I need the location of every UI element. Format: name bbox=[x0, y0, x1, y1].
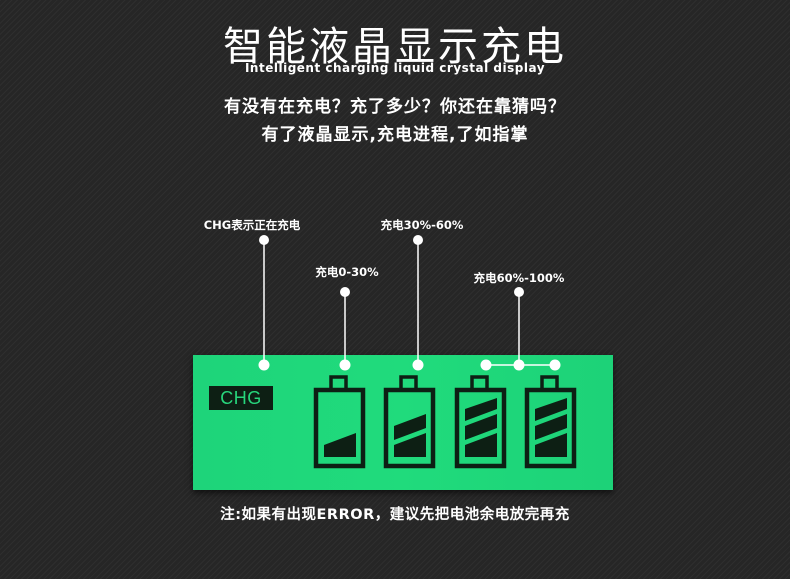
callout-mid-label: 充电30%-60% bbox=[380, 218, 464, 232]
callout-dot-high-top bbox=[514, 287, 524, 297]
battery-icon-1 bbox=[313, 375, 366, 469]
battery-icon-3 bbox=[454, 375, 507, 469]
page-subtitle: Intelligent charging liquid crystal disp… bbox=[244, 61, 546, 75]
callout-chg-label: CHG表示正在充电 bbox=[203, 218, 301, 232]
callout-high-label: 充电60%-100% bbox=[473, 271, 565, 285]
callout-low-label: 充电0-30% bbox=[315, 265, 379, 279]
callout-dot-chg bbox=[258, 359, 270, 371]
battery-icon-4 bbox=[524, 375, 577, 469]
footer-note: 注:如果有出现ERROR，建议先把电池余电放完再充 bbox=[220, 507, 570, 523]
page-title: 智能液晶显示充电 bbox=[223, 24, 567, 70]
callout-dot-low-top bbox=[340, 287, 350, 297]
tagline-answer: 有了液晶显示,充电进程,了如指掌 bbox=[261, 125, 529, 145]
callout-dot-high-1 bbox=[480, 359, 492, 371]
callout-dot-high-3 bbox=[549, 359, 561, 371]
callout-dot-mid bbox=[412, 359, 424, 371]
callout-dot-high-2 bbox=[513, 359, 525, 371]
callout-dot-mid-top bbox=[413, 235, 423, 245]
callout-dot-chg-top bbox=[259, 235, 269, 245]
callout-dot-low bbox=[339, 359, 351, 371]
tagline-question: 有没有在充电？充了多少？你还在靠猜吗？ bbox=[224, 97, 566, 117]
battery-icon-2 bbox=[383, 375, 436, 469]
chg-indicator: CHG bbox=[209, 386, 273, 410]
